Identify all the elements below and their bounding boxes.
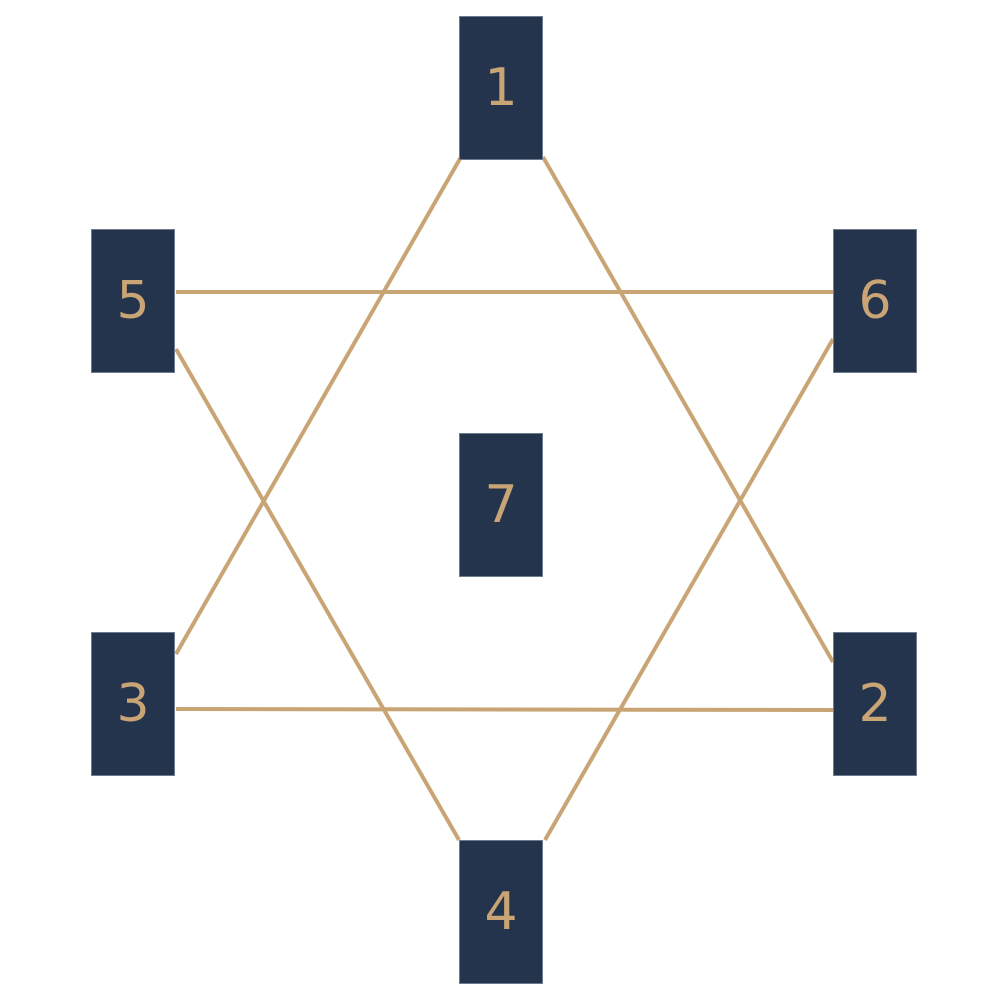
card-5-label: 5 [116, 271, 150, 331]
connector-1-to-3 [174, 156, 463, 655]
card-3: 3 [91, 632, 175, 776]
card-1: 1 [459, 16, 543, 160]
card-2: 2 [833, 632, 917, 776]
card-7-label: 7 [484, 475, 518, 535]
card-6-label: 6 [858, 271, 892, 331]
connector-1-to-2 [541, 156, 835, 663]
connector-6-to-4 [543, 338, 835, 841]
card-7: 7 [459, 433, 543, 577]
connector-3-to-2 [175, 707, 834, 712]
card-4: 4 [459, 840, 543, 984]
card-3-label: 3 [116, 674, 150, 734]
card-2-label: 2 [858, 674, 892, 734]
card-5: 5 [91, 229, 175, 373]
card-1-label: 1 [484, 58, 518, 118]
card-6: 6 [833, 229, 917, 373]
card-4-label: 4 [484, 882, 518, 942]
connector-5-to-4 [174, 348, 461, 841]
